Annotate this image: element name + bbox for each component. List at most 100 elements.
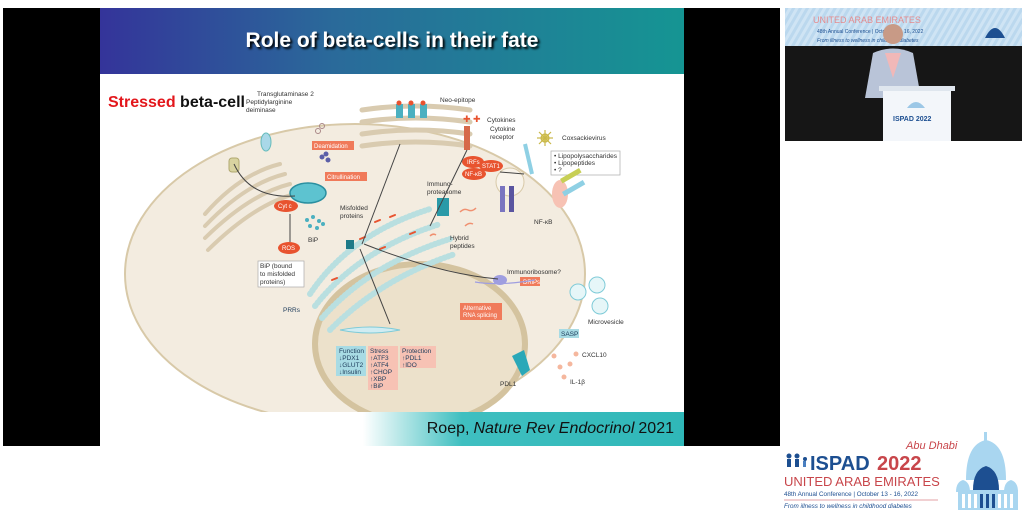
- subtitle-highlight: Stressed: [108, 94, 176, 111]
- citation-journal: Nature Rev Endocrinol: [473, 420, 635, 437]
- alt-splicing-label-2: RNA splicing: [463, 313, 497, 319]
- viral-rna-sensor-icon: [523, 143, 534, 175]
- logo-conference: 48th Annual Conference | October 13 - 16…: [784, 491, 918, 498]
- immunoproteasome-label-2: proteasome: [427, 189, 462, 196]
- logo-org: ISPAD: [810, 453, 870, 475]
- stress-item: ↑ATF3: [370, 355, 389, 362]
- enzyme-icon: [260, 132, 272, 152]
- cxcl10-label: CXCL10: [582, 352, 607, 359]
- misfolded-label-1: Misfolded: [340, 205, 368, 212]
- stat1-label: STAT1: [482, 164, 500, 170]
- hybrid-peptide-icons: [429, 207, 477, 237]
- immunoribosome-icon: [493, 275, 507, 285]
- citrullination-label: Citrullination: [327, 175, 360, 181]
- svg-text:✚ ✚: ✚ ✚: [463, 114, 481, 124]
- cytokine-receptor-label-1: Cytokine: [490, 126, 516, 133]
- bip-bound-label-3: proteins): [260, 279, 285, 286]
- logo-country: UNITED ARAB EMIRATES: [784, 474, 940, 489]
- cytc-badge: [274, 200, 298, 212]
- nucleus: [312, 261, 528, 412]
- citrullination-badge: [325, 172, 367, 181]
- immunoribosome-label: Immunoribosome?: [507, 269, 561, 276]
- prrs-label: PRRs: [283, 307, 301, 314]
- function-title: Function: [339, 348, 364, 355]
- children-icon: [786, 453, 807, 467]
- cytokine-receptor-icon: ✚ ✚: [463, 114, 481, 150]
- stress-item: ↑CHOP: [370, 369, 392, 376]
- pathway-arrows: [233, 143, 525, 325]
- function-box: [336, 346, 366, 376]
- nfkb-label: NF-κB: [534, 219, 552, 226]
- misfolded-label-2: proteins: [340, 213, 364, 220]
- microvesicle-label: Microvesicle: [588, 319, 624, 326]
- transcription-factors: IRFs STAT1 NF-κB: [462, 156, 503, 180]
- stress-title: Stress: [370, 348, 389, 355]
- ispad-logo-graphic: Abu Dhabi ISPAD 2022 UNITED ARAB EMIRATE…: [784, 432, 1018, 510]
- coxsackievirus-icon: [537, 130, 553, 146]
- backdrop-country: UNITED ARAB EMIRATES: [813, 15, 921, 25]
- transglutaminase-label: Transglutaminase 2: [257, 91, 314, 98]
- mitochondrion-icon: [289, 182, 327, 204]
- function-item: ↓PDX1: [339, 355, 360, 362]
- pdl1-label: PDL1: [500, 381, 517, 388]
- coxsackievirus-label: Coxsackievirus: [562, 135, 606, 142]
- slide: Role of beta-cells in their fate Cyt c R…: [100, 8, 684, 446]
- function-item: ↓GLUT2: [339, 362, 364, 369]
- beta-cell-diagram: Cyt c ROS Transglutaminase 2 Peptidylarg…: [124, 91, 624, 412]
- bip-bound-box: [257, 260, 305, 288]
- cytokines-label: Cytokines: [487, 117, 516, 124]
- podium: [883, 88, 951, 141]
- slide-title: Role of beta-cells in their fate: [245, 29, 539, 52]
- slide-subtitle: Stressed beta-cell: [108, 94, 245, 112]
- deamidation-badge: [312, 141, 354, 150]
- microvesicle-icons: [569, 276, 609, 315]
- drips-label: DRiPs: [523, 280, 540, 286]
- neo-epitope-icon: [396, 100, 427, 118]
- pamp-list-box: [550, 150, 621, 176]
- mosque-icon: [956, 432, 1018, 510]
- il1b-label: IL-1β: [570, 379, 585, 386]
- lps-label: • Lipopolysaccharides: [554, 153, 618, 160]
- lipopeptides-label: • Lipopeptides: [554, 160, 596, 167]
- tlr-receptor-icon: [552, 167, 586, 208]
- cytc-label: Cyt c: [278, 204, 292, 210]
- stress-item: ↑ATF4: [370, 362, 389, 369]
- stress-box: [368, 346, 398, 390]
- unknown-label: • ?: [554, 167, 562, 174]
- speaker-video[interactable]: UNITED ARAB EMIRATES 48th Annual Confere…: [785, 8, 1022, 141]
- alt-splicing-label-1: Alternative: [463, 306, 492, 312]
- protection-title: Protection: [402, 348, 432, 355]
- nfkb-inner-label: NF-κB: [465, 172, 482, 178]
- golgi-icon: [359, 103, 473, 149]
- bip-bound-label-2: to misfolded: [260, 271, 295, 278]
- alt-splicing-badge: [460, 303, 502, 320]
- stress-item: ↑BiP: [370, 383, 383, 390]
- logo-city: Abu Dhabi: [905, 440, 958, 452]
- irf-label: IRFs: [467, 160, 480, 166]
- ros-badge: [278, 242, 300, 254]
- speaker-head: [883, 24, 903, 44]
- secreted-cytokine-icons: [551, 351, 579, 380]
- neo-epitope-label: Neo-epitope: [440, 97, 476, 104]
- hybrid-peptides-label-2: peptides: [450, 243, 475, 250]
- logo-year: 2022: [877, 453, 922, 475]
- rough-er-icon: [307, 206, 458, 333]
- deiminase-label: deiminase: [246, 107, 276, 114]
- ispad-logo: Abu Dhabi ISPAD 2022 UNITED ARAB EMIRATE…: [780, 430, 1023, 515]
- backdrop-tagline: From illness to wellness in childhood di…: [817, 38, 919, 44]
- citation-bar: Roep, Nature Rev Endocrinol 2021: [100, 412, 684, 446]
- ros-label: ROS: [282, 246, 295, 252]
- bip-chaperone-icon: [346, 240, 354, 249]
- sasp-badge: [559, 329, 579, 338]
- hybrid-peptides-label-1: Hybrid: [450, 235, 469, 242]
- cytokine-receptor-label-2: receptor: [490, 134, 515, 141]
- sasp-label: SASP: [561, 331, 578, 338]
- podium-logo-text: ISPAD 2022: [893, 116, 931, 123]
- citation-author: Roep,: [426, 420, 470, 437]
- pdl1-icon: [512, 350, 530, 376]
- bip-label: BiP: [308, 237, 318, 244]
- peptidylarginine-label: Peptidylarginine: [246, 99, 293, 106]
- protection-item: ↑IDO: [402, 362, 417, 369]
- immunoproteasome-label-1: Immuno-: [427, 181, 453, 188]
- dome-icon: [985, 28, 1005, 38]
